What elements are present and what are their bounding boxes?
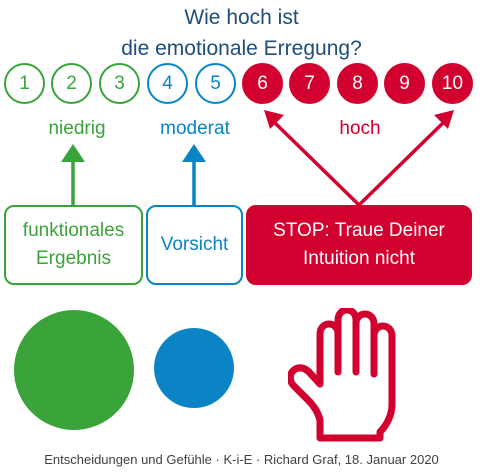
box-caution: Vorsicht [146,205,243,285]
scale-circle-6: 6 [242,63,283,104]
scale-circle-9: 9 [384,63,425,104]
box-functional-line-2: Ergebnis [36,248,111,269]
scale-circle-3: 3 [99,63,140,104]
title-line-2: die emotionale Erregung? [121,37,362,60]
level-label-low: niedrig [48,118,106,139]
box-functional-result: funktionales Ergebnis [4,205,143,285]
scale-circle-2: 2 [51,63,92,104]
level-label-moderate: moderat [160,118,230,139]
footer-credit: Entscheidungen und Gefühle · K-i-E · Ric… [44,452,439,467]
scale-circle-7: 7 [289,63,330,104]
scale-circle-10: 10 [432,63,473,104]
stop-hand-icon [288,308,396,442]
arrow-high-right [357,110,454,207]
level-label-high: hoch [339,118,381,139]
box-stop-line-1: STOP: Traue Deiner [273,220,445,241]
box-stop: STOP: Traue Deiner Intuition nicht [246,205,472,285]
arrow-low [61,144,85,205]
box-stop-line-2: Intuition nicht [303,248,415,269]
blue-circle [154,328,234,408]
box-caution-label: Vorsicht [160,234,229,255]
arrow-moderate [182,144,206,205]
title-line-1: Wie hoch ist [184,6,299,29]
green-circle [14,310,134,430]
arrow-high-left [264,110,361,207]
scale-circle-5: 5 [195,63,236,104]
scale-circle-4: 4 [147,63,188,104]
scale-circle-1: 1 [4,63,45,104]
box-functional-line-1: funktionales [22,220,125,241]
scale-circle-8: 8 [337,63,378,104]
